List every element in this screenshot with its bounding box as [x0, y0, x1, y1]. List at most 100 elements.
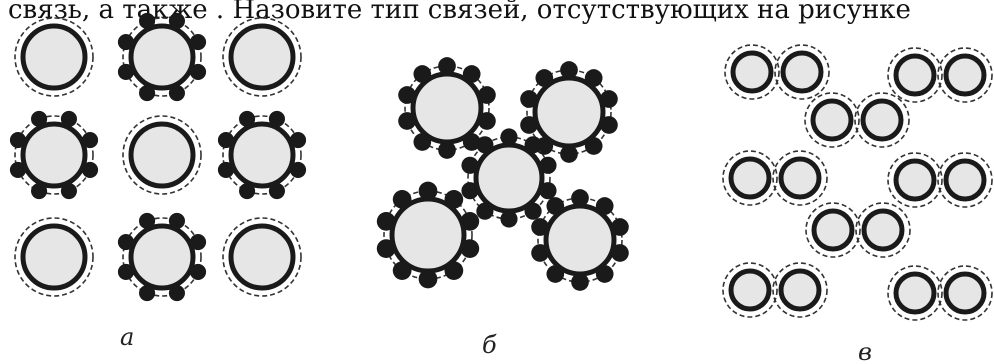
electron	[595, 197, 614, 215]
electron	[376, 212, 396, 231]
electron	[584, 69, 603, 87]
molecule	[887, 47, 993, 103]
electron-orbit	[887, 265, 943, 321]
electron	[438, 141, 456, 159]
electron	[413, 65, 432, 83]
electron-orbit	[887, 47, 943, 103]
molecule	[722, 150, 828, 206]
electron	[478, 112, 496, 130]
electron	[139, 284, 156, 302]
atom	[14, 17, 94, 97]
electron	[168, 212, 185, 230]
electron-orbit	[937, 47, 993, 103]
label-c: в	[858, 338, 872, 364]
electron	[531, 218, 549, 236]
electron	[461, 156, 479, 174]
nucleus	[943, 53, 987, 97]
electron-orbit	[222, 17, 302, 97]
molecule-atom	[722, 150, 778, 206]
electron	[139, 212, 156, 230]
electron	[117, 34, 135, 51]
electron	[168, 84, 185, 102]
electron	[546, 197, 565, 215]
electron	[462, 133, 481, 151]
nucleus	[410, 71, 484, 145]
molecule	[804, 92, 910, 148]
molecule-atom	[854, 92, 910, 148]
nucleus	[810, 98, 854, 142]
electron	[189, 234, 207, 251]
atom	[122, 115, 202, 195]
electron-orbit	[804, 92, 860, 148]
electron-orbit	[122, 217, 202, 297]
electron	[476, 202, 494, 220]
electron	[168, 12, 185, 30]
molecule-atom	[724, 44, 780, 100]
molecule-atom	[937, 265, 993, 321]
molecule	[887, 152, 993, 208]
nucleus	[893, 158, 937, 202]
molecule-atom	[855, 202, 911, 258]
electron	[539, 182, 557, 200]
electron	[438, 57, 456, 75]
nucleus	[728, 156, 772, 200]
electron	[60, 110, 77, 128]
molecule	[722, 262, 828, 318]
electron	[524, 202, 542, 220]
nucleus	[861, 208, 905, 252]
electron	[462, 65, 481, 83]
electron	[476, 136, 494, 154]
electron-orbit	[805, 202, 861, 258]
nucleus	[228, 121, 296, 189]
electron	[268, 182, 285, 200]
electron	[189, 34, 207, 51]
nucleus	[228, 23, 296, 91]
molecule-atom	[722, 262, 778, 318]
atom-with-electrons	[217, 110, 307, 200]
electron	[189, 63, 207, 80]
electron-orbit	[855, 202, 911, 258]
nucleus	[893, 271, 937, 315]
electron	[531, 244, 549, 262]
electron	[571, 273, 589, 291]
electron	[546, 265, 565, 283]
electron	[217, 132, 235, 149]
electron-orbit	[887, 152, 943, 208]
electron	[189, 263, 207, 280]
electron	[60, 182, 77, 200]
panel-c-molecular-lattice	[722, 44, 993, 321]
electron	[392, 190, 412, 209]
molecule-atom	[887, 152, 943, 208]
electron	[600, 116, 618, 134]
molecule-atom	[804, 92, 860, 148]
electron-orbit	[722, 262, 778, 318]
electron	[535, 69, 554, 87]
electron	[392, 261, 412, 280]
electron	[611, 218, 629, 236]
electron	[444, 190, 464, 209]
electron-orbit	[724, 44, 780, 100]
atom	[14, 217, 94, 297]
electron	[31, 182, 48, 200]
electron-orbit	[14, 115, 94, 195]
electron	[289, 161, 307, 178]
electron	[31, 110, 48, 128]
electron-orbit	[122, 17, 202, 97]
electron	[9, 161, 27, 178]
electron	[418, 181, 438, 201]
nucleus	[778, 268, 822, 312]
electron-orbit	[383, 190, 473, 280]
molecule	[724, 44, 830, 100]
nucleus	[128, 23, 196, 91]
metal-atom	[376, 181, 480, 289]
nucleus	[128, 121, 196, 189]
nucleus	[728, 268, 772, 312]
nucleus	[811, 208, 855, 252]
electron	[9, 132, 27, 149]
electron	[239, 182, 256, 200]
electron-orbit	[222, 217, 302, 297]
electron	[81, 132, 99, 149]
nucleus	[543, 203, 617, 277]
nucleus	[389, 196, 467, 274]
electron-orbit	[14, 217, 94, 297]
